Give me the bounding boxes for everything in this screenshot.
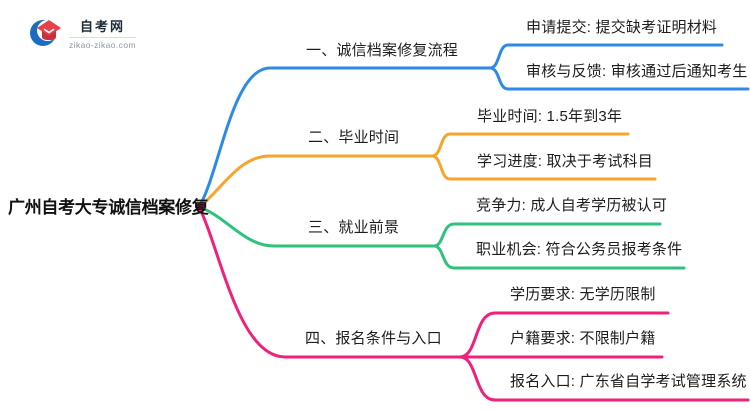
branch-3-child-2-label[interactable]: 职业机会: 符合公务员报考条件 (476, 241, 683, 258)
branch-2-child-2-line (430, 154, 657, 181)
branch-2-label[interactable]: 二、毕业时间 (308, 129, 400, 146)
branch-4-child-1-line (458, 311, 670, 359)
graduation-cap-logo-icon (30, 20, 61, 46)
logo-title: 自考网 (69, 16, 136, 38)
branch-3-label[interactable]: 三、就业前景 (308, 219, 400, 236)
branch-1-line (197, 66, 492, 209)
root-hub-dot (196, 203, 204, 211)
branch-4-child-3-line (458, 355, 750, 402)
logo-domain: zikao-zikao.com (69, 40, 136, 50)
branch-2-child-1-label[interactable]: 毕业时间: 1.5年到3年 (477, 108, 623, 125)
branch-4-child-3-label[interactable]: 报名入口: 广东省自学考试管理系统 (510, 373, 747, 390)
root-node-label[interactable]: 广州自考大专诚信档案修复 (8, 198, 209, 217)
branch-1-child-2-label[interactable]: 审核与反馈: 审核通过后通知考生 (526, 63, 748, 80)
branch-4-child-1-label[interactable]: 学历要求: 无学历限制 (510, 286, 656, 303)
branch-3-line (197, 205, 436, 248)
branch-1-child-2-line (488, 66, 750, 91)
branch-1-label[interactable]: 一、诚信档案修复流程 (306, 42, 459, 59)
site-logo[interactable]: 自考网 zikao-zikao.com (28, 16, 136, 50)
branch-3-child-2-line (432, 244, 686, 270)
branch-4-child-2-label[interactable]: 户籍要求: 不限制户籍 (510, 330, 656, 347)
branch-4-line (197, 205, 462, 359)
branch-2-line (197, 154, 434, 209)
branch-2-child-2-label[interactable]: 学习进度: 取决于考试科目 (477, 153, 653, 170)
branch-4-label[interactable]: 四、报名条件与入口 (305, 330, 442, 347)
branch-1-child-1-label[interactable]: 申请提交: 提交缺考证明材料 (526, 19, 718, 36)
branch-3-child-1-label[interactable]: 竞争力: 成人自考学历被认可 (476, 197, 668, 214)
